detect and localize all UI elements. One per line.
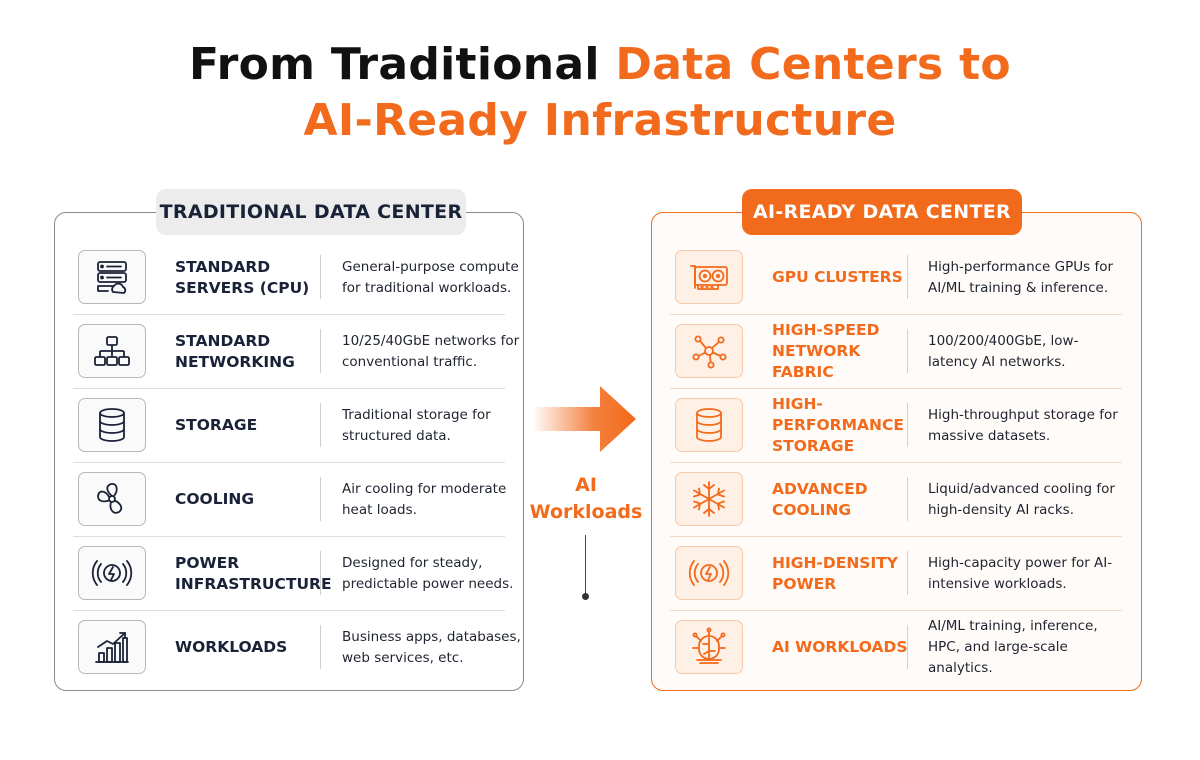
ai-ready-panel: GPU CLUSTERS High-performance GPUs for A… bbox=[651, 212, 1142, 691]
divider bbox=[320, 477, 321, 521]
ai-row-storage: HIGH-PERFORMANCE STORAGE High-throughput… bbox=[670, 389, 1122, 463]
row-label: STANDARD SERVERS (CPU) bbox=[175, 257, 310, 297]
row-description: Designed for steady, predictable power n… bbox=[342, 554, 514, 592]
row-description: AI/ML training, inference, HPC, and larg… bbox=[928, 618, 1098, 676]
row-label: HIGH-PERFORMANCE STORAGE bbox=[772, 395, 904, 455]
snowflake-icon bbox=[675, 472, 743, 526]
database-icon bbox=[675, 398, 743, 452]
row-description: Liquid/advanced cooling for high-density… bbox=[928, 480, 1115, 518]
ai-row-network: HIGH-SPEED NETWORK FABRIC 100/200/400GbE… bbox=[670, 315, 1122, 389]
row-description: Traditional storage for structured data. bbox=[342, 406, 491, 444]
ai-row-workloads: AI WORKLOADS AI/ML training, inference, … bbox=[670, 611, 1122, 684]
connector-dot bbox=[582, 593, 589, 600]
row-label: STORAGE bbox=[175, 416, 258, 434]
divider bbox=[907, 403, 908, 447]
server-icon bbox=[78, 250, 146, 304]
traditional-row-workloads: WORKLOADS Business apps, databases, web … bbox=[73, 611, 521, 684]
fan-icon bbox=[78, 472, 146, 526]
page-title-line-1: From Traditional Data Centers to bbox=[0, 38, 1200, 92]
divider bbox=[320, 329, 321, 373]
ai-brain-icon bbox=[675, 620, 743, 674]
divider bbox=[320, 625, 321, 669]
bar-chart-icon bbox=[78, 620, 146, 674]
row-description: High-performance GPUs for AI/ML training… bbox=[928, 258, 1114, 296]
ai-row-gpu: GPU CLUSTERS High-performance GPUs for A… bbox=[670, 241, 1122, 315]
gpu-icon bbox=[675, 250, 743, 304]
row-label: HIGH-DENSITY POWER bbox=[772, 553, 899, 593]
page-title-line-2: AI-Ready Infrastructure bbox=[303, 95, 897, 146]
divider bbox=[320, 403, 321, 447]
divider bbox=[907, 329, 908, 373]
ai-row-cooling: ADVANCED COOLING Liquid/advanced cooling… bbox=[670, 463, 1122, 537]
row-label: STANDARD NETWORKING bbox=[175, 331, 295, 371]
divider bbox=[907, 477, 908, 521]
power-icon bbox=[675, 546, 743, 600]
divider bbox=[320, 255, 321, 299]
row-label: WORKLOADS bbox=[175, 638, 288, 656]
arrow-right-icon bbox=[532, 386, 636, 452]
row-label: COOLING bbox=[175, 490, 255, 508]
network-node-icon bbox=[675, 324, 743, 378]
row-description: Air cooling for moderate heat loads. bbox=[342, 480, 507, 518]
row-description: 10/25/40GbE networks for conventional tr… bbox=[342, 332, 520, 370]
row-description: Business apps, databases, web services, … bbox=[342, 628, 521, 666]
transition-label: AI Workloads bbox=[529, 474, 643, 523]
divider bbox=[320, 551, 321, 595]
divider bbox=[907, 551, 908, 595]
traditional-row-power: POWER INFRASTRUCTURE Designed for steady… bbox=[73, 537, 513, 611]
row-description: General-purpose compute for traditional … bbox=[342, 258, 519, 296]
divider bbox=[907, 625, 908, 669]
row-label: GPU CLUSTERS bbox=[772, 268, 903, 286]
row-label: ADVANCED COOLING bbox=[772, 479, 868, 519]
traditional-row-servers: STANDARD SERVERS (CPU) General-purpose c… bbox=[73, 241, 519, 315]
traditional-row-storage: STORAGE Traditional storage for structur… bbox=[73, 389, 505, 463]
row-label: POWER INFRASTRUCTURE bbox=[175, 553, 332, 593]
divider bbox=[907, 255, 908, 299]
ai-ready-heading: AI-READY DATA CENTER bbox=[742, 189, 1022, 235]
row-description: High-throughput storage for massive data… bbox=[928, 406, 1118, 444]
title-orange-text: Data Centers to bbox=[615, 39, 1011, 90]
network-icon bbox=[78, 324, 146, 378]
database-icon bbox=[78, 398, 146, 452]
title-dark-text: From Traditional bbox=[189, 39, 616, 90]
power-icon bbox=[78, 546, 146, 600]
traditional-row-cooling: COOLING Air cooling for moderate heat lo… bbox=[73, 463, 506, 537]
traditional-panel: STANDARD SERVERS (CPU) General-purpose c… bbox=[54, 212, 524, 691]
row-description: High-capacity power for AI-intensive wor… bbox=[928, 554, 1113, 592]
traditional-heading: TRADITIONAL DATA CENTER bbox=[156, 189, 466, 235]
connector-line bbox=[585, 535, 586, 595]
row-label: AI WORKLOADS bbox=[772, 638, 908, 656]
row-description: 100/200/400GbE, low-latency AI networks. bbox=[928, 332, 1079, 370]
row-label: HIGH-SPEED NETWORK FABRIC bbox=[772, 321, 880, 381]
traditional-row-networking: STANDARD NETWORKING 10/25/40GbE networks… bbox=[73, 315, 519, 389]
ai-row-power: HIGH-DENSITY POWER High-capacity power f… bbox=[670, 537, 1122, 611]
